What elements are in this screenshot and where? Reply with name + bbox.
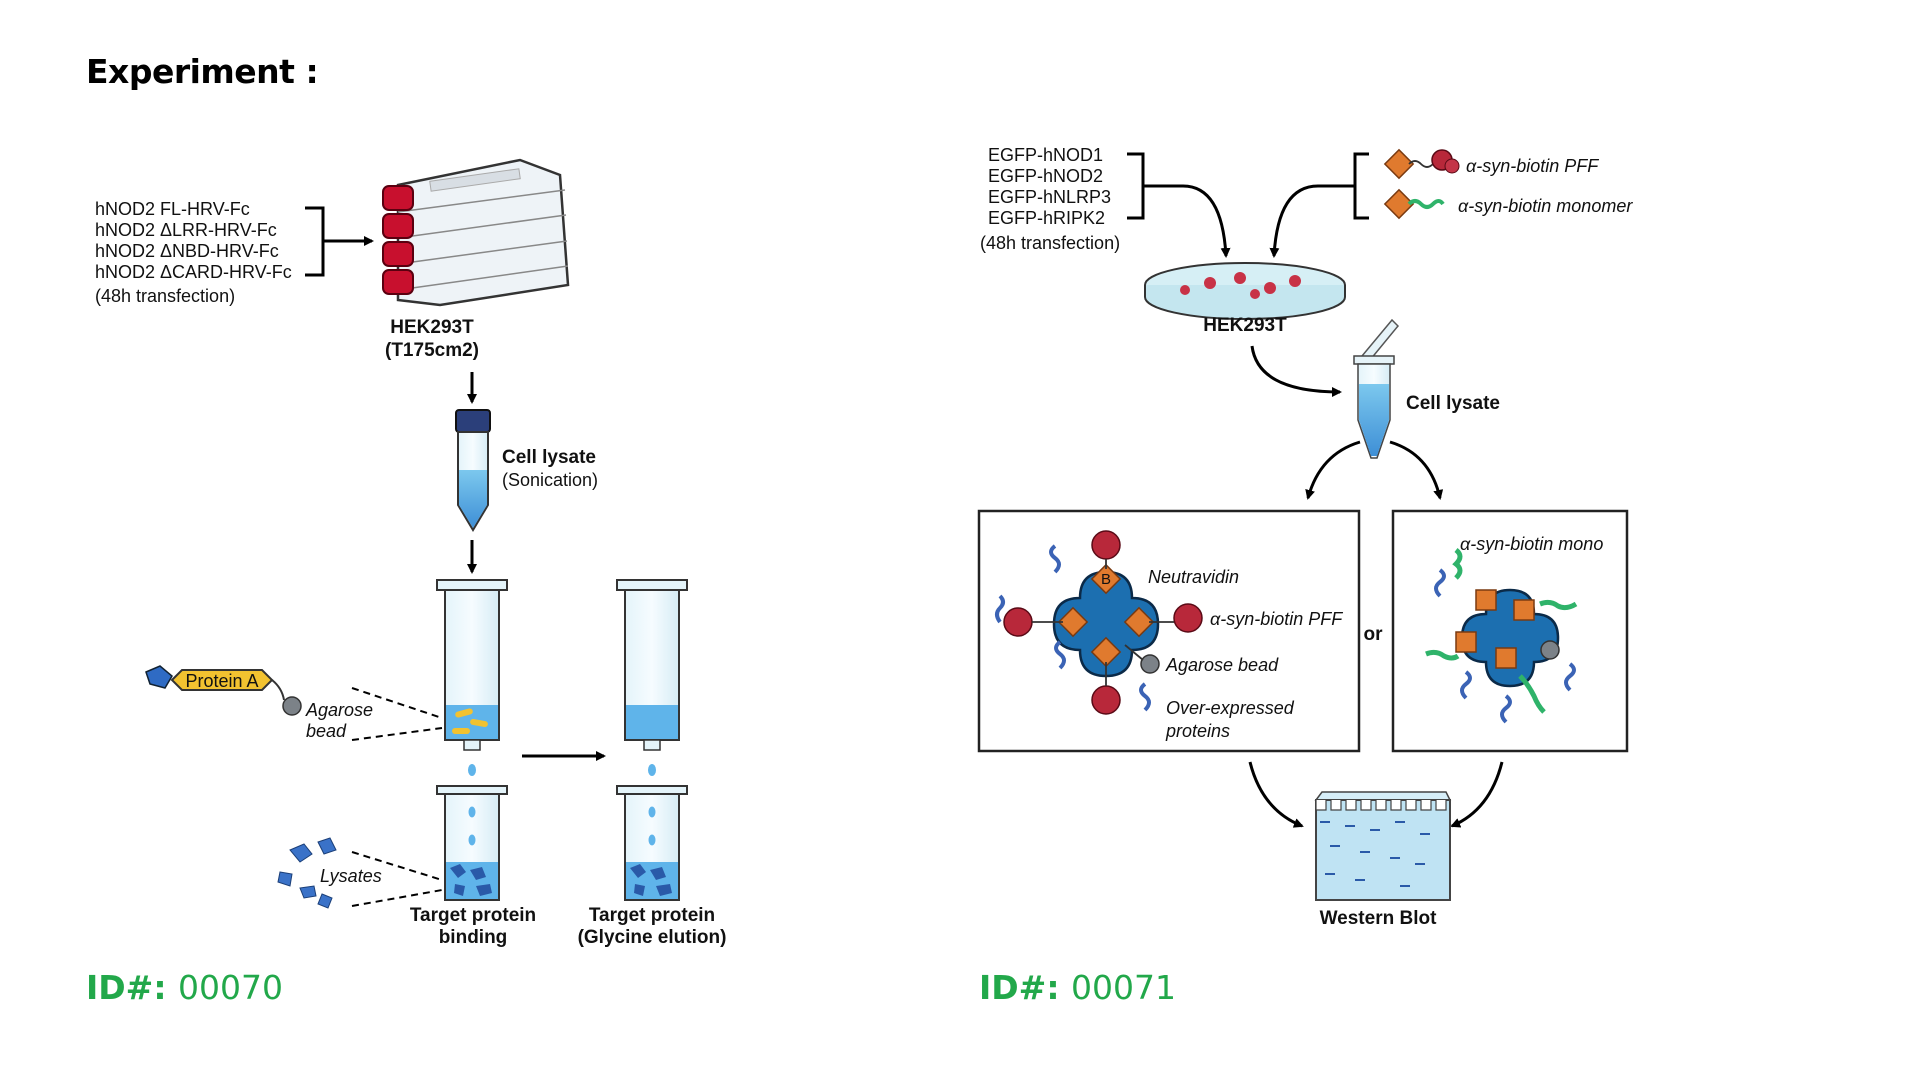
collection-tube-2 (616, 785, 688, 901)
agarose-label-1: Agarose (305, 700, 373, 720)
left-transfection-note: (48h transfection) (95, 286, 235, 306)
box2-mono-label: α-syn-biotin mono (1460, 534, 1603, 554)
biotin-label: B (1101, 571, 1111, 588)
box1-pff-label: α-syn-biotin PFF (1210, 609, 1343, 629)
pff-legend-label: α-syn-biotin PFF (1466, 156, 1599, 176)
left-construct-4: hNOD2 ΔCARD-HRV-Fc (95, 262, 292, 282)
left-construct-3: hNOD2 ΔNBD-HRV-Fc (95, 241, 279, 261)
affinity-column-2 (616, 579, 688, 776)
right-bracket-arrow (1127, 152, 1226, 256)
over-expressed-label-2: proteins (1165, 721, 1230, 741)
elution-label-2: (Glycine elution) (578, 927, 727, 948)
pff-pulldown-box (977, 509, 1361, 753)
left-construct-list: hNOD2 FL-HRV-Fc hNOD2 ΔLRR-HRV-Fc hNOD2 … (95, 199, 292, 306)
neutravidin-label: Neutravidin (1148, 567, 1239, 587)
pff-legend-icon (1383, 148, 1460, 180)
lysates-icon (277, 837, 337, 909)
protein-a-bead-icon (145, 665, 302, 716)
left-cells-label: HEK293T (390, 317, 474, 338)
arrow-to-box2 (1389, 440, 1444, 500)
left-lysate-title: Cell lysate (502, 447, 596, 468)
box1-agarose-label: Agarose bead (1165, 655, 1279, 675)
right-id: ID#: 00071 (979, 968, 1176, 1007)
left-flask-label: (T175cm2) (385, 340, 479, 361)
monomer-complex-icon (1425, 548, 1578, 724)
left-construct-1: hNOD2 FL-HRV-Fc (95, 199, 250, 219)
left-id-prefix: ID#: (86, 968, 167, 1007)
agarose-dashes (351, 687, 443, 741)
western-blot-gel-icon (1314, 791, 1452, 901)
affinity-column-1 (436, 579, 508, 776)
right-transfection-note: (48h transfection) (980, 233, 1120, 253)
right-cells-label: HEK293T (1203, 315, 1287, 336)
protein-a-label: Protein A (185, 671, 258, 691)
right-lysate-label: Cell lysate (1406, 393, 1500, 414)
right-construct-3: EGFP-hNLRP3 (988, 187, 1111, 207)
lysates-label: Lysates (320, 866, 382, 886)
page-heading: Experiment : (86, 52, 319, 91)
left-construct-2: hNOD2 ΔLRR-HRV-Fc (95, 220, 277, 240)
or-label: or (1364, 624, 1384, 645)
right-construct-1: EGFP-hNOD1 (988, 145, 1103, 165)
right-id-number: 00071 (1071, 968, 1177, 1007)
right-construct-4: EGFP-hRIPK2 (988, 208, 1105, 228)
over-expressed-label-1: Over-expressed (1166, 698, 1295, 718)
agarose-label-2: bead (306, 721, 347, 741)
right-construct-2: EGFP-hNOD2 (988, 166, 1103, 186)
collection-tube-1 (436, 785, 508, 901)
western-blot-label: Western Blot (1320, 908, 1438, 929)
binding-label-2: binding (439, 927, 508, 948)
arrow-box1-to-blot (1248, 761, 1304, 828)
right-construct-list: EGFP-hNOD1 EGFP-hNOD2 EGFP-hNLRP3 EGFP-h… (980, 145, 1120, 253)
left-lysate-sub: (Sonication) (502, 470, 598, 490)
binding-label-1: Target protein (410, 905, 536, 926)
microtube-icon (1353, 318, 1400, 459)
right-legend-arrow (1274, 152, 1369, 256)
right-id-prefix: ID#: (979, 968, 1060, 1007)
arrow-box2-to-blot (1450, 761, 1504, 828)
left-id: ID#: 00070 (86, 968, 283, 1007)
petri-dish-icon (1144, 262, 1346, 320)
arrow-to-microtube (1250, 345, 1342, 397)
conical-tube-icon (455, 409, 491, 532)
monomer-legend-label: α-syn-biotin monomer (1458, 196, 1633, 216)
neutravidin-complex-icon (995, 530, 1203, 715)
elution-label-1: Target protein (589, 905, 715, 926)
monomer-legend-icon (1383, 188, 1445, 220)
lysates-dashes (351, 851, 443, 907)
arrow-to-box1 (1305, 440, 1361, 500)
flask-icon (382, 158, 570, 307)
left-bracket-arrow (305, 206, 372, 277)
left-id-number: 00070 (178, 968, 284, 1007)
